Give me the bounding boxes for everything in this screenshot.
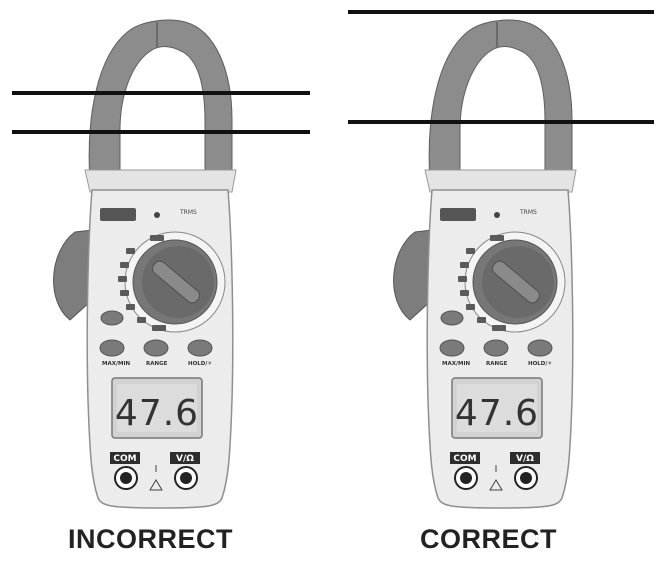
caption-correct: CORRECT (420, 524, 557, 554)
lcd-display-correct: 47.6 (455, 393, 539, 434)
meter-incorrect: 47.6 COM V/Ω (12, 19, 310, 509)
jack-v-label: V/Ω (516, 454, 534, 464)
jack-com-label: COM (113, 454, 136, 464)
caption-incorrect: INCORRECT (68, 524, 233, 554)
lcd-display-incorrect: 47.6 (115, 393, 199, 434)
meter-correct: 47.6 COM V/Ω (392, 19, 577, 509)
jack-com-label: COM (453, 454, 476, 464)
jack-v-label: V/Ω (176, 454, 194, 464)
